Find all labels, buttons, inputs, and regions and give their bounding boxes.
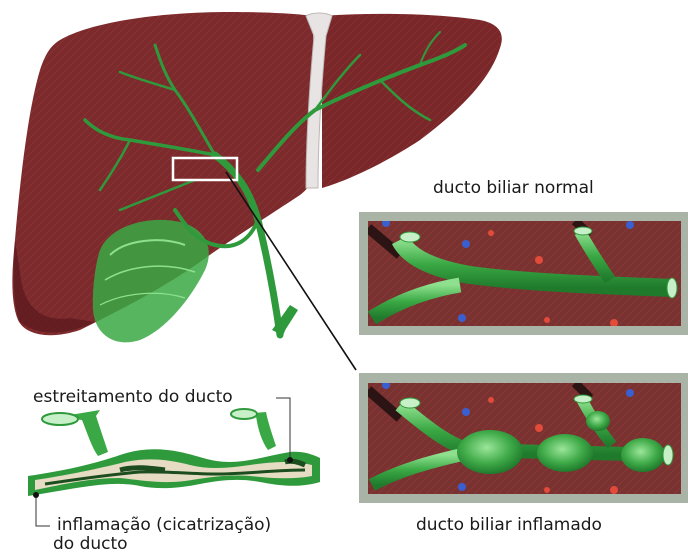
- inflamed-duct-panel: [359, 373, 688, 503]
- label-narrowing: estreitamento do ducto: [33, 387, 233, 407]
- label-inflammation-line2: do ducto: [53, 534, 128, 554]
- normal-duct-panel: [359, 212, 688, 335]
- duct-cross-section: [28, 409, 320, 496]
- label-inflamed-duct: ducto biliar inflamado: [416, 515, 602, 535]
- label-inflammation-line1: inflamação (cicatrização): [57, 515, 271, 535]
- label-normal-duct: ducto biliar normal: [433, 178, 594, 198]
- gallbladder: [93, 220, 209, 343]
